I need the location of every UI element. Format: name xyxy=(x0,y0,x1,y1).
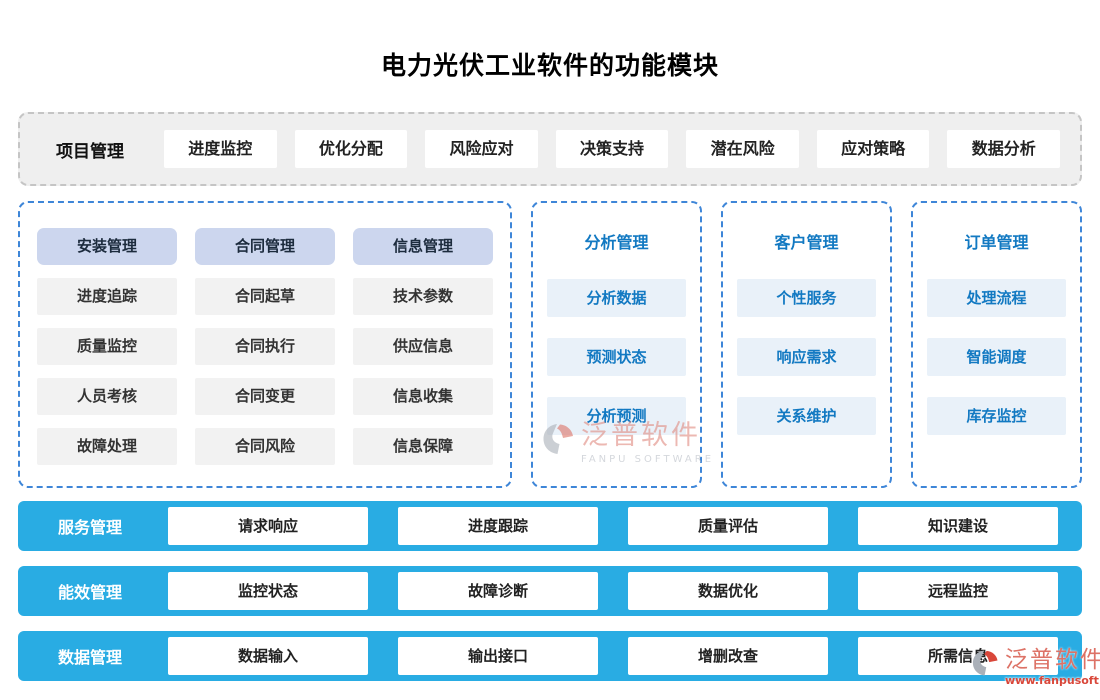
chip-contract-risk: 合同风险 xyxy=(195,428,335,465)
chip-required-information: 所需信息 xyxy=(858,637,1058,675)
chip-personnel-assessment: 人员考核 xyxy=(37,378,177,415)
analysis-management-title: 分析管理 xyxy=(584,233,649,252)
chip-supply-information: 供应信息 xyxy=(353,328,493,365)
panel-analysis-management: 分析管理 分析数据 预测状态 分析预测 xyxy=(531,201,702,488)
panel-customer-management: 客户管理 个性服务 响应需求 关系维护 xyxy=(721,201,892,488)
page-title: 电力光伏工业软件的功能模块 xyxy=(380,51,719,80)
chip-progress-monitoring: 进度监控 xyxy=(164,130,277,168)
middle-panels: 安装管理 进度追踪 质量监控 人员考核 故障处理 合同管理 合同起草 合同执行 … xyxy=(18,201,1082,488)
chip-response-strategy: 应对策略 xyxy=(816,130,930,168)
chip-information-assurance: 信息保障 xyxy=(353,428,493,465)
chip-quality-evaluation: 质量评估 xyxy=(628,507,828,545)
chip-optimized-allocation: 优化分配 xyxy=(294,130,408,168)
chip-processing-flow: 处理流程 xyxy=(927,279,1066,317)
column-information-management: 信息管理 技术参数 供应信息 信息收集 信息保障 xyxy=(353,228,493,465)
chip-data-analysis: 数据分析 xyxy=(947,130,1061,168)
service-management-label: 服务管理 xyxy=(57,518,122,537)
chip-contract-drafting: 合同起草 xyxy=(195,278,335,315)
project-management-bar: 项目管理 进度监控 优化分配 风险应对 决策支持 潜在风险 应对策略 数据分析 xyxy=(18,112,1082,186)
chip-information-collection: 信息收集 xyxy=(353,378,493,415)
chip-monitoring-status: 监控状态 xyxy=(168,572,368,610)
chip-fault-diagnosis: 故障诊断 xyxy=(398,572,598,610)
chip-data-optimization: 数据优化 xyxy=(628,572,828,610)
chip-risk-response: 风险应对 xyxy=(425,130,538,168)
column-contract-management: 合同管理 合同起草 合同执行 合同变更 合同风险 xyxy=(195,228,335,465)
chip-forecast-status: 预测状态 xyxy=(547,338,686,376)
chip-remote-monitoring: 远程监控 xyxy=(858,572,1058,610)
panel-order-management: 订单管理 处理流程 智能调度 库存监控 xyxy=(911,201,1082,488)
chip-progress-follow: 进度跟踪 xyxy=(398,507,598,545)
chip-decision-support: 决策支持 xyxy=(555,130,669,168)
chip-output-interface: 输出接口 xyxy=(398,637,598,675)
data-management-bar: 数据管理 数据输入 输出接口 增删改查 所需信息 xyxy=(18,631,1082,681)
data-management-label: 数据管理 xyxy=(57,648,122,667)
chip-request-response: 请求响应 xyxy=(168,507,368,545)
chip-fault-handling: 故障处理 xyxy=(37,428,177,465)
chip-data-input: 数据输入 xyxy=(168,637,368,675)
chip-knowledge-building: 知识建设 xyxy=(858,507,1058,545)
chip-technical-parameters: 技术参数 xyxy=(353,278,493,315)
chip-potential-risk: 潜在风险 xyxy=(686,130,799,168)
chip-contract-change: 合同变更 xyxy=(195,378,335,415)
chip-relationship-maintenance: 关系维护 xyxy=(737,397,876,435)
energy-efficiency-bar: 能效管理 监控状态 故障诊断 数据优化 远程监控 xyxy=(18,566,1082,616)
service-management-bar: 服务管理 请求响应 进度跟踪 质量评估 知识建设 xyxy=(18,501,1082,551)
information-management-header: 信息管理 xyxy=(353,228,493,265)
panel-install-contract-info: 安装管理 进度追踪 质量监控 人员考核 故障处理 合同管理 合同起草 合同执行 … xyxy=(18,201,512,488)
customer-management-title: 客户管理 xyxy=(774,233,839,252)
chip-personalized-service: 个性服务 xyxy=(737,279,876,317)
chip-respond-demand: 响应需求 xyxy=(737,338,876,376)
chip-analysis-forecast: 分析预测 xyxy=(547,397,686,435)
chip-crud-operations: 增删改查 xyxy=(628,637,828,675)
chip-contract-execution: 合同执行 xyxy=(195,328,335,365)
energy-efficiency-label: 能效管理 xyxy=(57,583,122,602)
project-management-label: 项目管理 xyxy=(56,141,124,162)
order-management-title: 订单管理 xyxy=(964,233,1029,252)
contract-management-header: 合同管理 xyxy=(195,228,335,265)
chip-intelligent-scheduling: 智能调度 xyxy=(927,338,1066,376)
chip-inventory-monitoring: 库存监控 xyxy=(927,397,1066,435)
chip-progress-tracking: 进度追踪 xyxy=(37,278,177,315)
installation-management-header: 安装管理 xyxy=(37,228,177,265)
chip-analyze-data: 分析数据 xyxy=(547,279,686,317)
column-installation-management: 安装管理 进度追踪 质量监控 人员考核 故障处理 xyxy=(37,228,177,465)
chip-quality-monitoring: 质量监控 xyxy=(37,328,177,365)
